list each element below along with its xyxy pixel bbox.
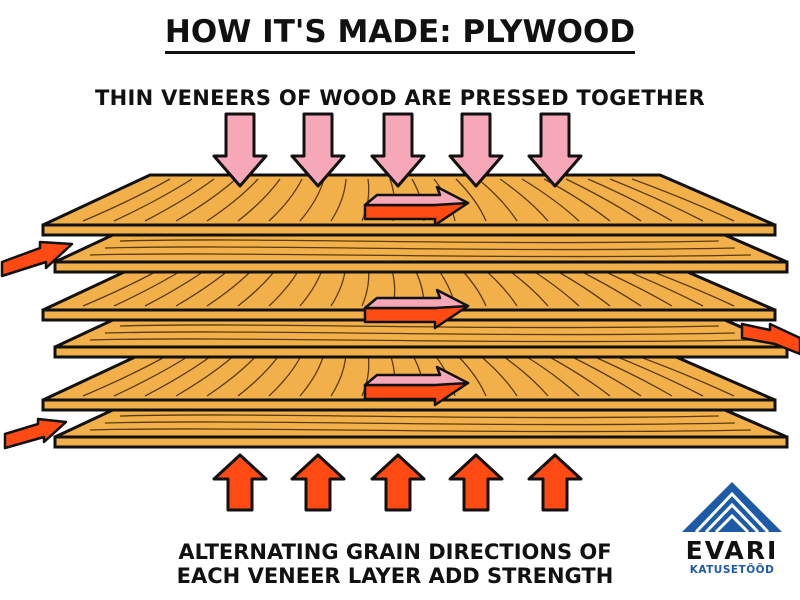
pressure-arrow-down-2 (290, 112, 346, 188)
pressure-arrow-up-3 (370, 453, 426, 512)
grain-arrow-1-top (363, 185, 470, 207)
pressure-arrow-down-5 (527, 112, 583, 188)
side-arrow-right (740, 322, 800, 356)
logo-tagline: KATUSETÖÖD (689, 564, 775, 576)
caption-line-2: EACH VENEER LAYER ADD STRENGTH (176, 564, 614, 588)
veneer-sheet-5-edge (41, 398, 777, 412)
veneer-sheet-2-edge (53, 260, 789, 274)
roof-logo-icon (682, 482, 782, 534)
side-arrow-left-lower (3, 417, 68, 450)
veneer-sheet-1-edge (41, 223, 777, 237)
subtitle: THIN VENEERS OF WOOD ARE PRESSED TOGETHE… (94, 86, 706, 110)
wood-grain-1 (82, 178, 735, 222)
page-title: HOW IT'S MADE: PLYWOOD (0, 14, 800, 54)
pressure-arrow-up-4 (448, 453, 504, 512)
logo-brand: EVARI (685, 536, 779, 565)
pressure-arrow-up-2 (290, 453, 346, 512)
evari-logo: EVARI KATUSETÖÖD (676, 482, 788, 576)
pressure-arrow-up-5 (527, 453, 583, 512)
pressure-arrow-up-1 (212, 453, 268, 512)
grain-arrow-5-top (363, 365, 470, 387)
grain-arrow-3-top (363, 288, 470, 310)
veneer-sheet-4-edge (53, 345, 789, 359)
pressure-arrow-down-1 (212, 112, 268, 188)
title-text: HOW IT'S MADE: PLYWOOD (164, 14, 636, 54)
veneer-sheet-6-edge (53, 435, 789, 449)
pressure-arrow-down-4 (448, 112, 504, 188)
pressure-arrow-down-3 (370, 112, 426, 188)
side-arrow-left-upper (0, 240, 74, 278)
caption-line-1: ALTERNATING GRAIN DIRECTIONS OF (178, 540, 612, 564)
